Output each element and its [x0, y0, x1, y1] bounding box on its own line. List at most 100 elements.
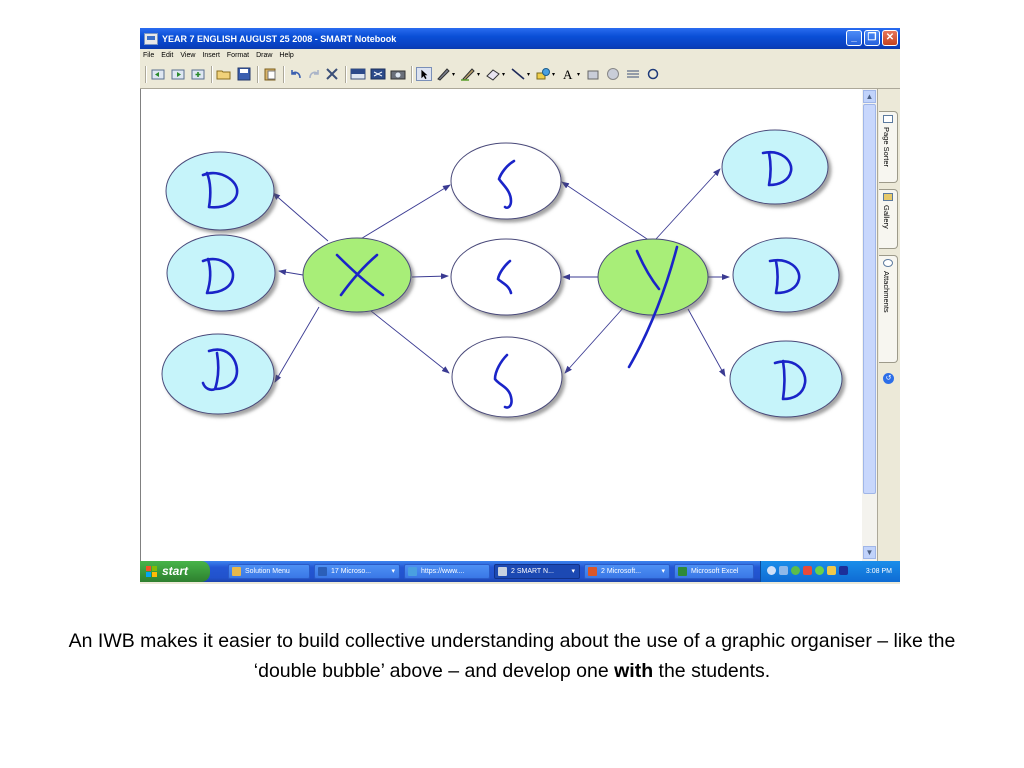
paste-icon[interactable] — [262, 67, 278, 81]
menu-insert[interactable]: Insert — [202, 52, 220, 59]
chevron-down-icon[interactable]: ▾ — [527, 72, 531, 78]
line-icon[interactable] — [510, 67, 526, 81]
menu-view[interactable]: View — [180, 52, 196, 59]
caption-text-end: the students. — [653, 660, 771, 682]
scrollbar-thumb[interactable] — [863, 104, 876, 494]
double-bubble-diagram — [161, 129, 843, 418]
left-bubble-1[interactable] — [165, 151, 275, 231]
scroll-up-icon[interactable]: ▲ — [863, 90, 876, 103]
open-file-icon[interactable] — [216, 67, 232, 81]
full-screen-icon[interactable] — [370, 67, 386, 81]
right-bubble-1[interactable] — [721, 129, 829, 205]
system-tray: 3:08 PM — [760, 561, 900, 582]
close-button[interactable]: ✕ — [882, 30, 898, 46]
eraser-icon[interactable] — [485, 67, 501, 81]
powerpoint-icon — [588, 567, 597, 576]
next-page-icon[interactable] — [170, 67, 186, 81]
tray-app-icon[interactable] — [827, 566, 836, 575]
maximize-button[interactable]: ❐ — [864, 30, 880, 46]
middle-bubble-3[interactable] — [451, 336, 563, 418]
select-arrow-icon[interactable] — [416, 67, 432, 81]
notebook-canvas[interactable] — [140, 89, 862, 561]
title-bar[interactable]: YEAR 7 ENGLISH AUGUST 25 2008 - SMART No… — [140, 28, 900, 49]
arrow-y-to-d1 — [655, 168, 721, 240]
right-bubble-3[interactable] — [729, 340, 843, 418]
tray-alert-icon[interactable] — [803, 566, 812, 575]
tray-security-icon[interactable] — [791, 566, 800, 575]
taskbar-clock[interactable]: 3:08 PM — [865, 568, 892, 575]
windows-logo-icon — [146, 566, 158, 577]
save-icon[interactable] — [236, 67, 252, 81]
tray-media-icon[interactable] — [839, 566, 848, 575]
panel-toggle-icon[interactable]: ↺ — [883, 373, 894, 384]
center-bubble-x[interactable] — [302, 237, 412, 313]
toolbar-separator — [283, 66, 285, 83]
tab-page-sorter[interactable]: Page Sorter — [879, 111, 898, 183]
toolbar: ▾ ▾ ▾ ▾ ▾ A ▾ — [140, 62, 900, 89]
chevron-down-icon[interactable]: ▾ — [452, 72, 456, 78]
menu-draw[interactable]: Draw — [256, 52, 273, 59]
tab-attachments[interactable]: Attachments — [879, 255, 898, 363]
right-bubble-1-ink — [761, 150, 793, 187]
undo-icon[interactable] — [288, 67, 304, 81]
start-button[interactable]: start — [140, 561, 210, 582]
vertical-scrollbar[interactable]: ▲ ▼ — [862, 89, 877, 561]
text-icon[interactable]: A — [560, 67, 576, 81]
taskbar-item-browser[interactable]: https://www.... — [404, 564, 490, 579]
taskbar-item-smart-notebook[interactable]: 2 SMART N... ▾ — [494, 564, 580, 579]
chevron-down-icon[interactable]: ▾ — [502, 72, 506, 78]
right-bubble-2-ink — [768, 258, 801, 295]
screen-shade-icon[interactable] — [350, 67, 366, 81]
browser-icon — [408, 567, 417, 576]
right-bubble-2[interactable] — [732, 237, 840, 313]
arrow-y-to-s1 — [561, 181, 651, 242]
chevron-down-icon[interactable]: ▾ — [577, 72, 581, 78]
middle-bubble-1-ink — [497, 159, 516, 210]
fill-icon[interactable] — [585, 67, 601, 81]
shapes-icon[interactable] — [535, 67, 551, 81]
tab-gallery[interactable]: Gallery — [879, 189, 898, 249]
taskbar-item-word[interactable]: 17 Microso... ▾ — [314, 564, 400, 579]
menu-edit[interactable]: Edit — [161, 52, 174, 59]
solution-menu-icon — [232, 567, 241, 576]
smart-notebook-icon — [498, 567, 507, 576]
middle-bubble-2-ink — [496, 259, 513, 295]
pen-icon[interactable] — [435, 67, 451, 81]
move-toolbar-icon[interactable] — [625, 67, 641, 81]
taskbar-item-excel[interactable]: Microsoft Excel — [674, 564, 754, 579]
paperclip-icon — [883, 259, 893, 267]
middle-bubble-1[interactable] — [450, 142, 562, 220]
creative-pen-icon[interactable] — [460, 67, 476, 81]
menu-help[interactable]: Help — [279, 52, 294, 59]
chevron-down-icon: ▾ — [661, 568, 665, 575]
help-circle-icon[interactable] — [645, 67, 661, 81]
tray-network-icon[interactable] — [779, 566, 788, 575]
chevron-down-icon: ▾ — [391, 568, 395, 575]
menu-format[interactable]: Format — [226, 52, 250, 59]
taskbar-item-label: 17 Microso... — [331, 568, 372, 575]
center-bubble-x-ink — [335, 253, 385, 297]
redo-icon[interactable] — [306, 67, 322, 81]
scroll-down-icon[interactable]: ▼ — [863, 546, 876, 559]
caption-emphasis: with — [614, 660, 654, 682]
taskbar-item-powerpoint[interactable]: 2 Microsoft... ▾ — [584, 564, 670, 579]
right-bubble-1-shape — [721, 129, 829, 205]
tray-smart-icon[interactable] — [815, 566, 824, 575]
taskbar-item-solution-menu[interactable]: Solution Menu — [228, 564, 310, 579]
delete-icon[interactable] — [324, 67, 340, 81]
chevron-down-icon[interactable]: ▾ — [552, 72, 556, 78]
camera-capture-icon[interactable] — [390, 67, 406, 81]
menu-file[interactable]: File — [143, 52, 155, 59]
left-bubble-2[interactable] — [166, 234, 276, 312]
middle-bubble-2[interactable] — [450, 238, 562, 316]
tray-collapse-icon[interactable] — [767, 566, 776, 575]
previous-page-icon[interactable] — [150, 67, 166, 81]
window-controls: _ ❐ ✕ — [846, 30, 898, 46]
left-bubble-3[interactable] — [161, 333, 275, 415]
chevron-down-icon[interactable]: ▾ — [477, 72, 481, 78]
minimize-button[interactable]: _ — [846, 30, 862, 46]
properties-icon[interactable] — [605, 67, 621, 81]
center-bubble-y[interactable] — [597, 238, 709, 369]
add-page-icon[interactable] — [190, 67, 206, 81]
taskbar-item-label: 2 SMART N... — [511, 568, 554, 575]
